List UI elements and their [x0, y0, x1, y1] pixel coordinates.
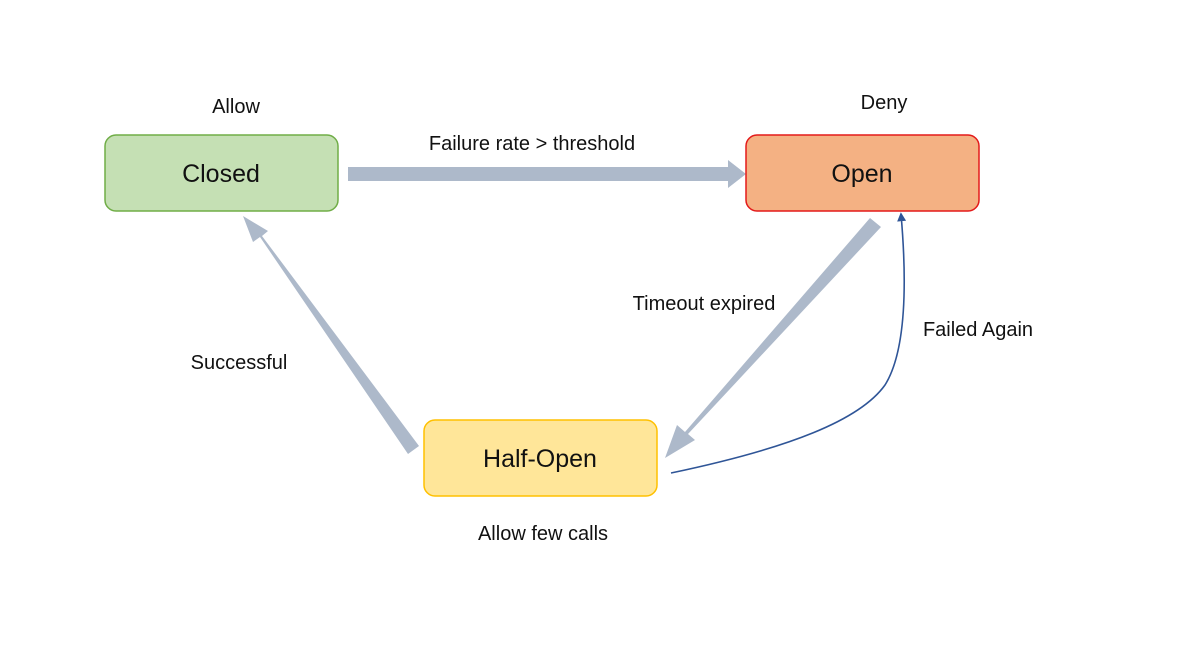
arrow-closed-to-open [348, 160, 746, 188]
state-half-open-label: Half-Open [483, 445, 597, 473]
state-open: Open [745, 134, 980, 212]
state-half-open: Half-Open [423, 419, 658, 497]
note-allow: Allow [212, 96, 260, 118]
label-failed-again: Failed Again [923, 319, 1033, 341]
arrow-half-open-to-open [670, 212, 907, 474]
note-allow-few-calls: Allow few calls [478, 523, 608, 545]
arrow-half-open-to-closed [243, 216, 419, 454]
state-open-box [745, 134, 980, 212]
state-closed-box [104, 134, 339, 212]
state-closed: Closed [104, 134, 339, 212]
state-closed-label: Closed [182, 160, 260, 188]
state-open-label: Open [831, 160, 892, 188]
label-failure-rate: Failure rate > threshold [429, 133, 635, 155]
note-deny: Deny [861, 92, 908, 114]
arrow-open-to-half-open [665, 218, 881, 458]
label-successful: Successful [191, 352, 288, 374]
label-timeout-expired: Timeout expired [633, 293, 776, 315]
state-half-open-box [423, 419, 658, 497]
